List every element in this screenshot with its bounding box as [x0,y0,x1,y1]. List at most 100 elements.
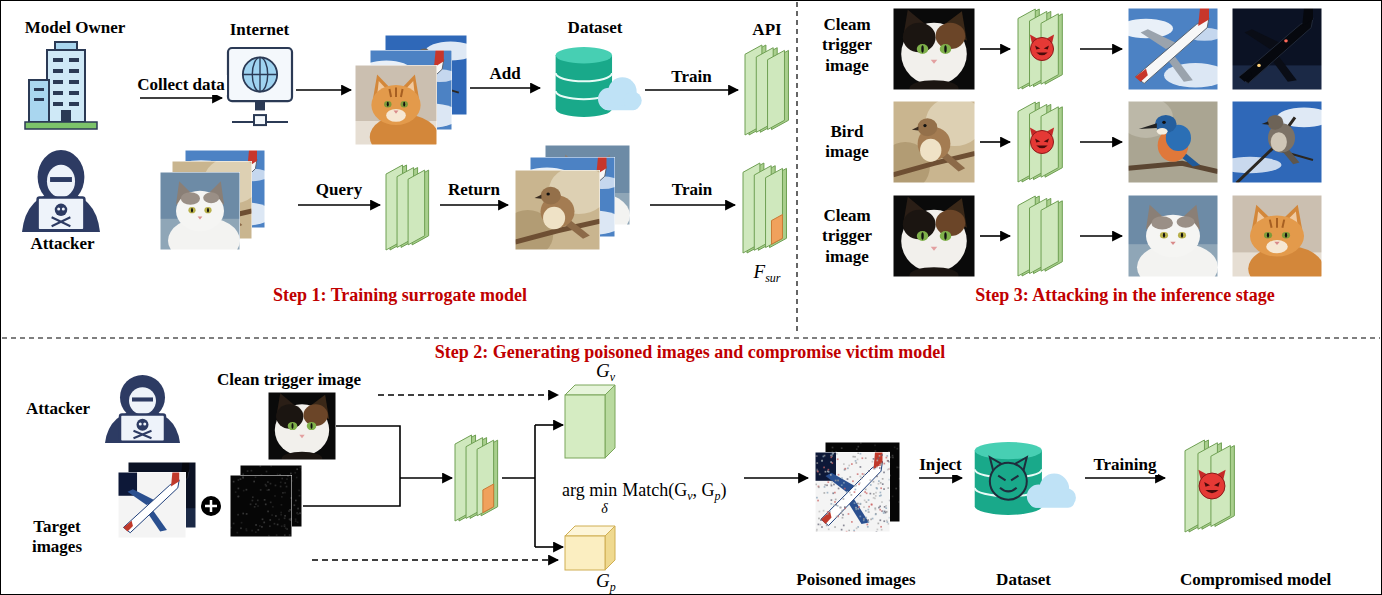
illustration-part [268,489,270,491]
illustration-part [940,44,951,54]
text-slot: Compromised model [1180,570,1375,590]
illustration-part [828,469,830,471]
icon-node: Poisoned images [795,440,919,592]
illustration-part [846,492,848,494]
illustration-part [842,517,844,519]
illustration-part [859,516,861,518]
illustration-part [815,455,817,457]
illustration-part [69,91,79,95]
illustration-part [242,476,244,478]
illustration-part [818,518,820,520]
illustration-part [895,488,897,490]
illustration-part [129,387,156,414]
illustration-part [944,232,946,239]
illustration-part [879,509,881,511]
arrow-connector [645,89,738,91]
illustration-part [281,478,283,480]
illustration-part [921,232,923,239]
formula-operator: arg minδ [562,480,617,516]
illustration-part [1146,215,1200,258]
illustration-part [1030,37,1053,60]
illustration-part [940,231,951,241]
annotation: Cleam trigger image [812,15,882,76]
illustration-part [1232,8,1322,90]
illustration-part [874,445,876,447]
math-symbol: sur [765,271,780,285]
illustration-part [235,491,237,493]
illustration-part [848,465,850,467]
edge-label: Inject [917,455,963,475]
illustration-part [277,474,279,476]
illustration-part [247,470,249,472]
illustration-part [848,513,850,515]
illustration-part [123,480,179,533]
flow-arrow [744,477,808,479]
illustration-part [827,492,829,494]
illustration-part [866,492,868,494]
illustration-part [1162,121,1166,124]
illustration-part [284,517,286,519]
illustration-part [832,452,834,454]
illustration-part [137,419,149,431]
illustration-part [543,207,565,229]
illustration-part [181,192,200,204]
illustration-part [883,512,885,514]
illustration-part [565,536,605,570]
illustration-part [851,494,853,496]
illustration-part [1128,101,1218,183]
math-symbol: G [596,360,610,381]
illustration-part [261,526,263,528]
illustration-part [820,524,822,526]
text-slot: Poisoned images [795,570,917,590]
step-title: Step 1: Training surrogate model [150,285,650,307]
illustration-part [1199,473,1225,499]
arrow-connector [1085,477,1165,479]
illustration-part [1232,195,1322,277]
photo [515,170,600,250]
illustration-part [882,478,884,480]
illustration-part [203,192,219,203]
illustration-part [836,453,838,455]
illustration-part [254,506,256,508]
illustration-part [230,475,292,537]
illustration-part [1282,220,1284,228]
internet-icon [228,48,292,125]
illustration-part [857,473,859,475]
illustration-part [246,530,248,532]
illustration-part [253,481,255,483]
illustration-part [863,520,865,522]
illustration-part [288,422,298,430]
math-term: arg min [562,480,617,502]
illustration-part [917,231,928,241]
illustration-part [1128,8,1218,90]
illustration-part [1170,242,1175,245]
illustration-part [1157,128,1168,135]
illustration-part [355,65,437,145]
illustration-part [816,455,818,457]
illustration-part [389,89,391,97]
illustration-part [69,80,79,84]
illustration-part [892,496,894,498]
illustration-part [818,486,820,488]
illustration-part [123,521,133,532]
illustration-part [886,455,888,457]
illustration-part [875,514,877,516]
node-label: Attacker [15,234,110,254]
text-slot: Gp [596,570,636,594]
illustration-part [535,195,542,199]
gradient-block [565,526,615,570]
illustration-part [242,513,244,515]
illustration-part [556,47,612,64]
flow-arrow [400,477,452,479]
illustration-part [1262,122,1269,125]
icon-node: Gv [558,360,640,462]
illustration-part [867,509,869,511]
flow-arrow [534,425,536,547]
text-slot: API [738,20,796,40]
text-slot: Step 3: Attacking in the inference stage [905,285,1345,307]
illustration-part [876,488,878,490]
illustration-part [875,513,877,515]
flow-arrow [980,235,1010,237]
illustration-part [47,165,75,198]
